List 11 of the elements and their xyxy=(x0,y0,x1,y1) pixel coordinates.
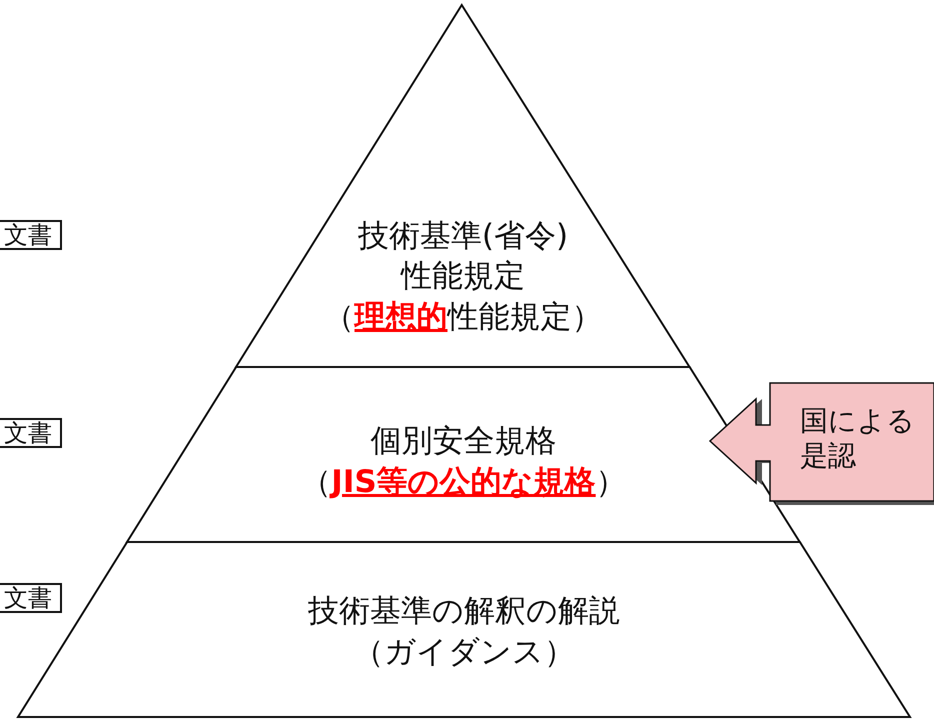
document-box: 文書 xyxy=(0,220,62,250)
document-box: 文書 xyxy=(0,418,62,448)
tier-label: （ガイダンス） xyxy=(353,632,575,672)
tier-label: 個別安全規格 xyxy=(370,422,556,462)
tier-label: （理想的性能規定） xyxy=(324,298,602,337)
tier-label: 技術基準(省令) xyxy=(358,217,568,256)
document-box: 文書 xyxy=(0,583,62,614)
tier-label: 性能規定 xyxy=(401,257,525,296)
tier-label: 技術基準の解釈の解説 xyxy=(308,592,620,632)
tier-label: （JIS等の公的な規格） xyxy=(300,462,627,502)
callout-label: 国による是認 xyxy=(800,403,916,473)
